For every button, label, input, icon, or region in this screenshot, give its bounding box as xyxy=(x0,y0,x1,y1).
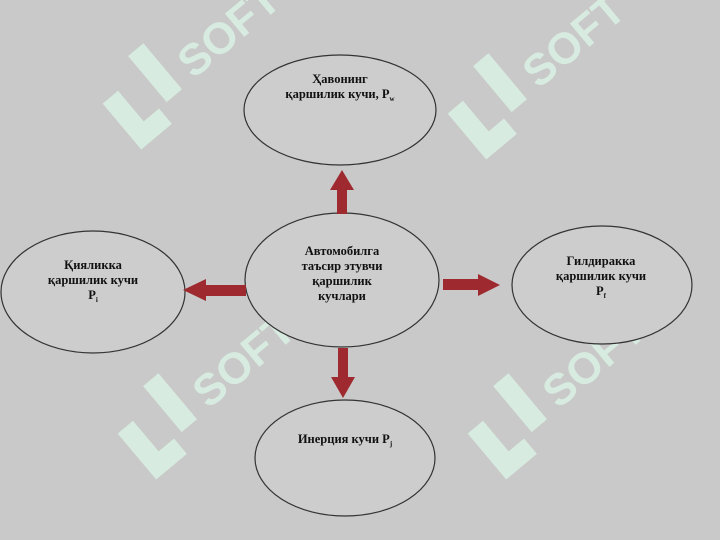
node-top-ellipse xyxy=(243,54,437,166)
node-center-line4: кучлари xyxy=(318,289,366,303)
node-top-line2: қаршилик кучи, P xyxy=(285,87,390,101)
node-left-label: Қияликка қаршилик кучи Pi xyxy=(23,258,163,308)
node-bottom-ellipse xyxy=(254,399,436,517)
node-center-label: Автомобилга таъсир этувчи қаршилик кучла… xyxy=(272,244,412,304)
node-center-line3: қаршилик xyxy=(312,274,372,288)
watermark-logo-2: SOFT xyxy=(447,0,635,160)
node-right-line3: P xyxy=(596,284,604,298)
arrow-down xyxy=(331,348,355,398)
node-bottom-label: Инерция кучи Pj xyxy=(270,432,420,452)
arrow-right xyxy=(443,274,500,296)
node-top-label: Ҳавонинг қаршилик кучи, Pw xyxy=(270,72,410,107)
node-right-ellipse xyxy=(511,225,693,345)
node-bottom-line1-wrap: Инерция кучи Pj xyxy=(270,432,420,452)
node-right-label: Гилдиракка қаршилик кучи Pf xyxy=(531,254,671,304)
node-right-line1: Гилдиракка xyxy=(566,254,636,268)
node-bottom-line1: Инерция кучи P xyxy=(297,432,390,446)
node-left-ellipse xyxy=(0,230,186,354)
node-right-line3-wrap: Pf xyxy=(531,284,671,304)
node-left-line1: Қияликка xyxy=(64,258,122,272)
node-top-line2-wrap: қаршилик кучи, Pw xyxy=(270,87,410,107)
watermark-text-2: SOFT xyxy=(513,0,634,97)
node-bottom-sub: j xyxy=(389,440,393,448)
node-left-line3-wrap: Pi xyxy=(23,288,163,308)
arrow-left xyxy=(183,279,246,301)
node-top-line1: Ҳавонинг xyxy=(312,72,368,86)
arrow-up xyxy=(330,170,354,214)
node-right-line2: қаршилик кучи xyxy=(555,269,647,283)
node-top-sub: w xyxy=(389,95,395,103)
node-left-line3: P xyxy=(88,288,96,302)
node-right-sub: f xyxy=(603,292,606,300)
node-center-line2: таъсир этувчи xyxy=(301,259,383,273)
node-left-line2: қаршилик кучи xyxy=(47,273,139,287)
node-left-sub: i xyxy=(95,296,98,304)
node-center-line1: Автомобилга xyxy=(304,244,380,258)
